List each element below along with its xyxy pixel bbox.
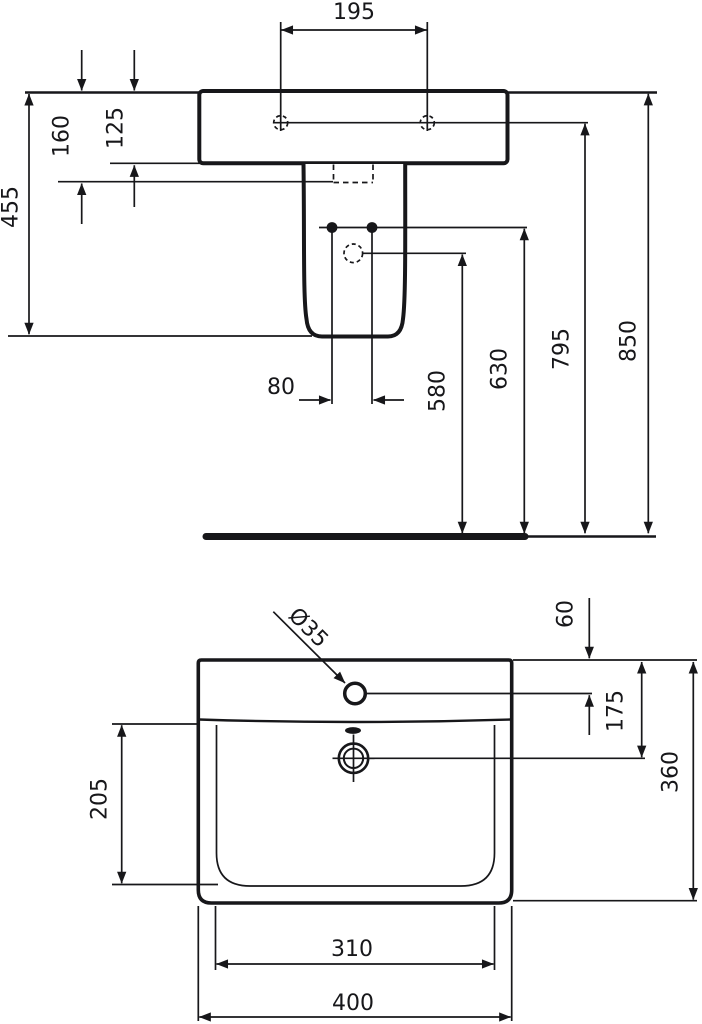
dim-label-455: 455 xyxy=(0,186,24,228)
dim-label-60: 60 xyxy=(554,600,579,628)
taphole-circle xyxy=(342,681,368,706)
inner-bowl-outline xyxy=(215,725,496,887)
dim-label-630: 630 xyxy=(488,348,513,390)
dim-label-795: 795 xyxy=(550,328,575,370)
dim-label-80: 80 xyxy=(267,375,295,400)
dim-label-310: 310 xyxy=(331,937,373,962)
dim-label-125: 125 xyxy=(104,107,129,149)
overflow-slot xyxy=(345,727,361,734)
basin-outline xyxy=(197,89,510,166)
dim-label-175: 175 xyxy=(604,690,629,732)
dim-label-580: 580 xyxy=(426,370,451,412)
dim-label-400: 400 xyxy=(332,991,374,1016)
dim-label-205: 205 xyxy=(88,778,113,820)
taphole-leader-line xyxy=(272,611,346,684)
inner-back-edge xyxy=(198,718,512,724)
dim-label-160: 160 xyxy=(50,115,75,157)
semi-pedestal-outline xyxy=(301,163,408,339)
dim-label-360: 360 xyxy=(659,751,684,793)
front-elevation-view: 195 160 125 455 80 580 630 795 850 xyxy=(0,0,657,540)
plan-view: Ø35 60 175 360 205 310 400 xyxy=(88,598,698,1022)
dim-label-850: 850 xyxy=(617,320,642,362)
dim-label-taphole-diameter: Ø35 xyxy=(283,603,333,653)
dim-label-195: 195 xyxy=(333,0,375,25)
hidden-drain-outline xyxy=(332,164,374,184)
